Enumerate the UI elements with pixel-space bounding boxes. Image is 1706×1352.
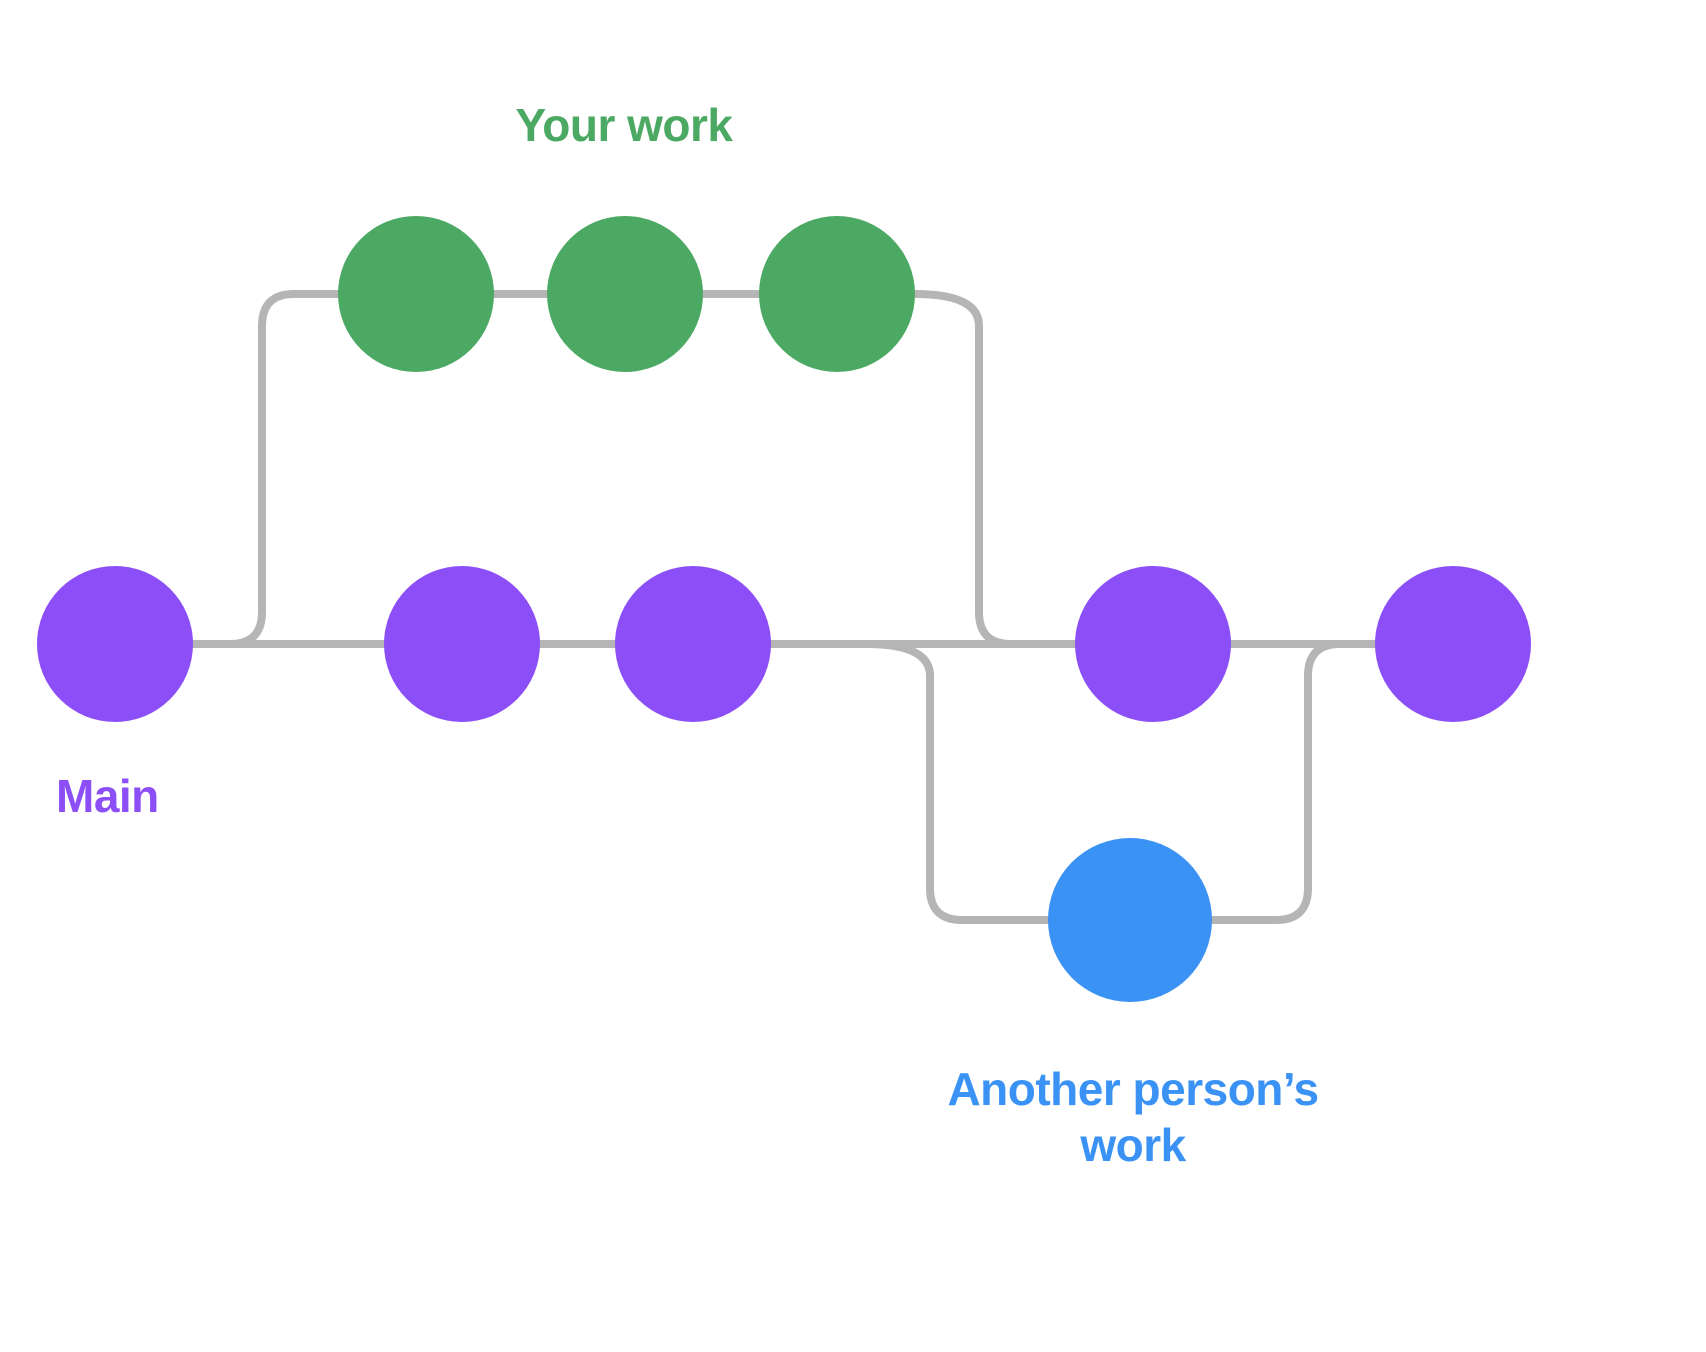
commit-node-main-4[interactable]: [1075, 566, 1231, 722]
commit-node-main-2[interactable]: [384, 566, 540, 722]
branch-label-another-person-work: Another person’s work: [947, 1062, 1319, 1171]
branch-label-your-work: Your work: [515, 98, 733, 151]
commit-node-main-1[interactable]: [37, 566, 193, 722]
commit-node-your-work-1[interactable]: [338, 216, 494, 372]
connector-branch-out-to-blue: [862, 640, 1052, 924]
commit-node-main-5[interactable]: [1375, 566, 1531, 722]
commit-node-main-3[interactable]: [615, 566, 771, 722]
commit-node-your-work-3[interactable]: [759, 216, 915, 372]
connector-branch-out-to-green: [226, 290, 342, 648]
connector-green-merge-to-main: [911, 290, 1015, 648]
branch-label-main: Main: [56, 769, 159, 822]
commit-node-your-work-2[interactable]: [547, 216, 703, 372]
commit-node-another-person-work-1[interactable]: [1048, 838, 1212, 1002]
connector-blue-merge-to-main: [1208, 640, 1344, 924]
